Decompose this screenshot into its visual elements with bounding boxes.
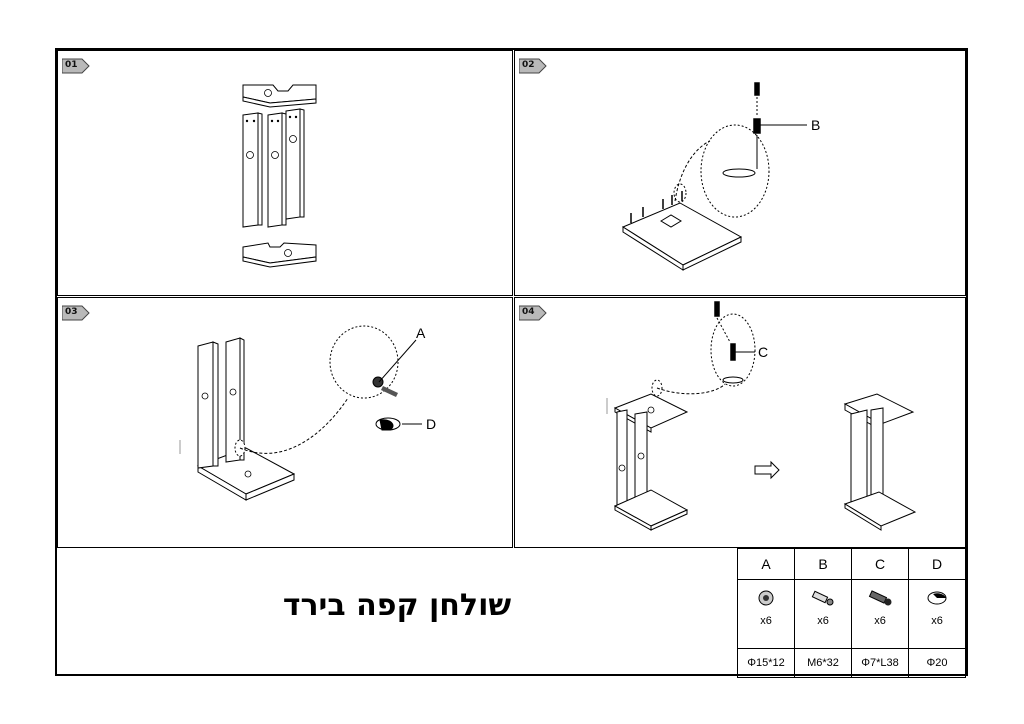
part-qty: x6 [874, 615, 886, 627]
part-c-cell: x6 [851, 579, 909, 649]
part-qty: x6 [817, 615, 829, 627]
step-04-final-assembly-diagram: C [606, 301, 917, 531]
callout-b: B [811, 117, 820, 133]
step-number: 03 [65, 307, 78, 317]
part-spec: Φ7*L38 [851, 648, 909, 678]
step-01-exploded-diagram [242, 84, 317, 268]
step-badge: 03 [61, 305, 90, 321]
step-arrow-icon [518, 305, 547, 321]
part-letter: C [851, 548, 909, 580]
part-qty: x6 [760, 615, 772, 627]
part-b-cell: x6 [794, 579, 852, 649]
step-badge: 04 [518, 305, 547, 321]
part-letter: D [908, 548, 966, 580]
part-qty: x6 [931, 615, 943, 627]
instruction-sheet: 01 [55, 48, 968, 678]
step-arrow-icon [518, 58, 547, 74]
step-03-panel: 03 A D [57, 297, 513, 548]
step-badge: 01 [61, 58, 90, 74]
step-03-cam-lock-diagram: A D [179, 325, 436, 501]
step-04-panel: 04 [514, 297, 966, 548]
cover-cap-icon [927, 591, 947, 605]
step-badge: 02 [518, 58, 547, 74]
cam-lock-nut-icon [758, 590, 774, 606]
cam-bolt-icon [811, 590, 834, 606]
step-02-panel: 02 [514, 50, 966, 296]
part-spec: M6*32 [794, 648, 852, 678]
step-arrow-icon [61, 305, 90, 321]
part-spec: Φ20 [908, 648, 966, 678]
part-letter: A [737, 548, 795, 580]
part-letter: B [794, 548, 852, 580]
screw-icon [868, 590, 892, 606]
title-area: שולחן קפה בירד [57, 548, 737, 674]
step-number: 02 [522, 60, 535, 70]
part-a-cell: x6 [737, 579, 795, 649]
callout-c: C [758, 344, 768, 360]
part-spec: Φ15*12 [737, 648, 795, 678]
step-arrow-icon [61, 58, 90, 74]
step-01-panel: 01 [57, 50, 513, 296]
callout-a: A [416, 325, 426, 341]
step-02-cam-bolt-diagram: B [621, 82, 820, 271]
product-title: שולחן קפה בירד [282, 588, 512, 623]
hardware-parts-table: A B C D x6 x6 x6 x6 Φ15*12 [737, 548, 966, 678]
step-number: 01 [65, 60, 78, 70]
step-number: 04 [522, 307, 535, 317]
callout-d: D [426, 416, 436, 432]
part-d-cell: x6 [908, 579, 966, 649]
